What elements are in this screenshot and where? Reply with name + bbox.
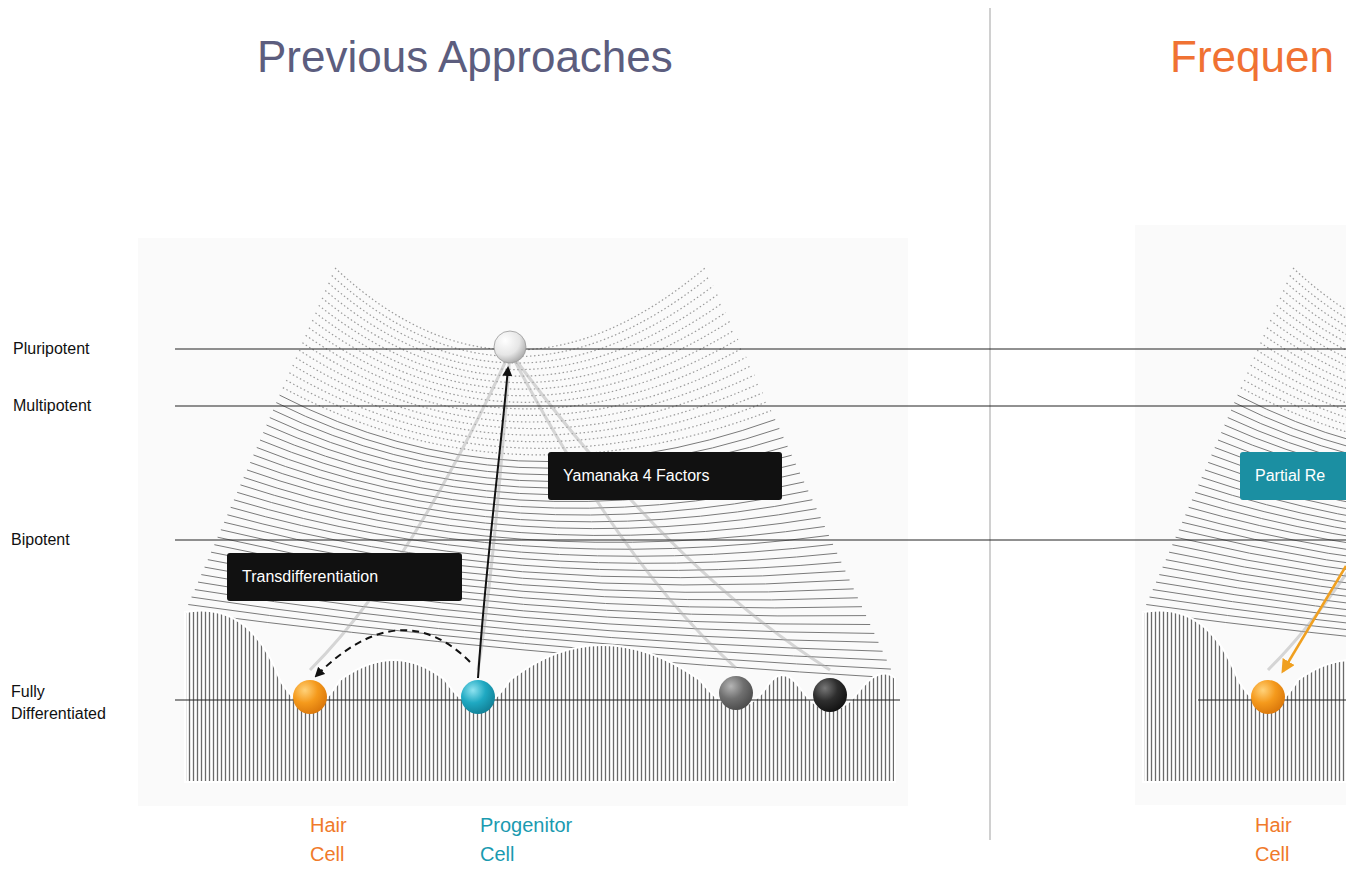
contour-line — [299, 350, 750, 422]
contour-line — [322, 298, 722, 376]
contour-line — [319, 305, 726, 382]
waddington-landscape — [1143, 268, 1346, 782]
contour-line — [1293, 268, 1346, 350]
contour-line — [211, 552, 862, 608]
contour-line — [1280, 298, 1346, 376]
contour-line — [1182, 522, 1346, 577]
contour-line — [328, 283, 713, 363]
contour-line — [237, 492, 829, 549]
cell-label: Hair Cell — [1255, 811, 1292, 869]
panel-title: Previous Approaches — [257, 32, 673, 82]
contour-line — [283, 388, 771, 455]
contour-line — [1172, 545, 1346, 600]
contour-line — [188, 605, 891, 670]
contour-line — [286, 380, 767, 448]
panel-divider — [989, 8, 991, 840]
box-label: Transdifferentiation — [242, 568, 378, 586]
contour-line — [1189, 507, 1346, 563]
box-label: Yamanaka 4 Factors — [563, 467, 709, 485]
panel-ground — [138, 238, 908, 806]
panel-title: Frequen — [1170, 32, 1334, 82]
contour-line — [1260, 343, 1346, 416]
contour-line — [325, 290, 717, 369]
cell-label: Hair Cell — [310, 811, 347, 869]
differentiated-ground — [1143, 610, 1346, 782]
contour-line — [309, 328, 738, 402]
valley-shade — [310, 352, 510, 670]
contour-line — [312, 320, 734, 395]
contour-line — [234, 500, 833, 556]
contour-line — [1218, 440, 1346, 502]
potency-label: Pluripotent — [13, 340, 90, 358]
contour-line — [257, 447, 804, 508]
contour-line — [1251, 365, 1346, 435]
contour-line — [1277, 305, 1346, 382]
valley-shade — [510, 352, 736, 668]
contour-line — [1290, 275, 1346, 356]
process-box: Yamanaka 4 Factors — [548, 452, 782, 500]
potency-levels — [175, 349, 1346, 700]
potency-label: Multipotent — [13, 397, 91, 415]
contour-line — [296, 358, 755, 429]
process-box: Transdifferentiation — [227, 553, 462, 601]
valley-shade — [510, 352, 830, 670]
box-label: Partial Re — [1255, 467, 1325, 485]
potency-label: Fully Differentiated — [11, 681, 106, 725]
contour-line — [192, 597, 887, 660]
contour-line — [214, 545, 857, 600]
reprogramming-arrows — [316, 368, 1346, 678]
differentiated-ground — [185, 610, 895, 782]
contour-line — [1273, 313, 1346, 389]
contour-line — [1267, 328, 1346, 402]
contour-line — [1215, 447, 1346, 508]
process-box: Partial Re — [1240, 452, 1346, 500]
potency-label: Bipotent — [11, 531, 70, 549]
waddington-landscape — [185, 268, 895, 782]
contour-line — [260, 440, 800, 502]
contour-line — [293, 365, 759, 435]
contour-line — [1179, 530, 1346, 585]
contour-line — [1270, 320, 1346, 395]
cell-label: Progenitor Cell — [480, 811, 572, 869]
valley-shade — [1268, 352, 1346, 670]
contour-line — [1185, 515, 1346, 571]
contour-line — [1286, 283, 1346, 363]
cell-balls — [293, 331, 1285, 714]
